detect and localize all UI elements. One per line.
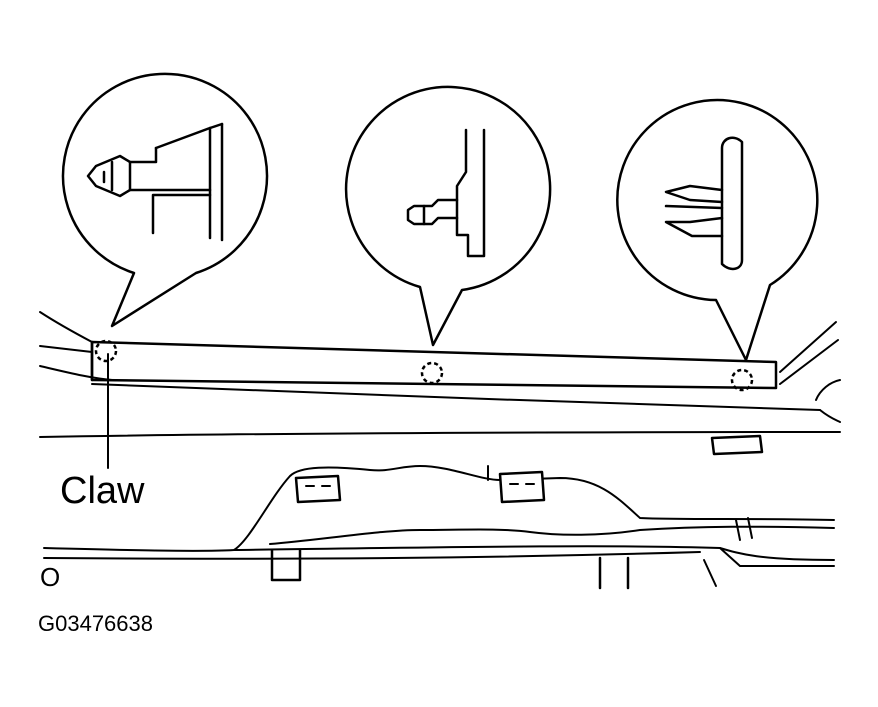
door-moulding xyxy=(90,339,778,392)
claw-clip-detail-icon xyxy=(86,122,224,242)
figure-code: G03476638 xyxy=(38,611,153,636)
right-clip-detail-icon xyxy=(664,136,744,271)
edge-mark-label: O xyxy=(40,562,60,592)
callout-claw-clip xyxy=(61,72,269,328)
callout-center-clip xyxy=(344,85,552,347)
callout-right-clip xyxy=(616,98,819,362)
vehicle-body-lines xyxy=(39,311,841,456)
center-clip-detail-icon xyxy=(406,128,486,258)
claw-label: Claw xyxy=(60,470,145,512)
lower-floor-section xyxy=(43,465,835,590)
claw-callout-label: Claw xyxy=(60,353,145,512)
